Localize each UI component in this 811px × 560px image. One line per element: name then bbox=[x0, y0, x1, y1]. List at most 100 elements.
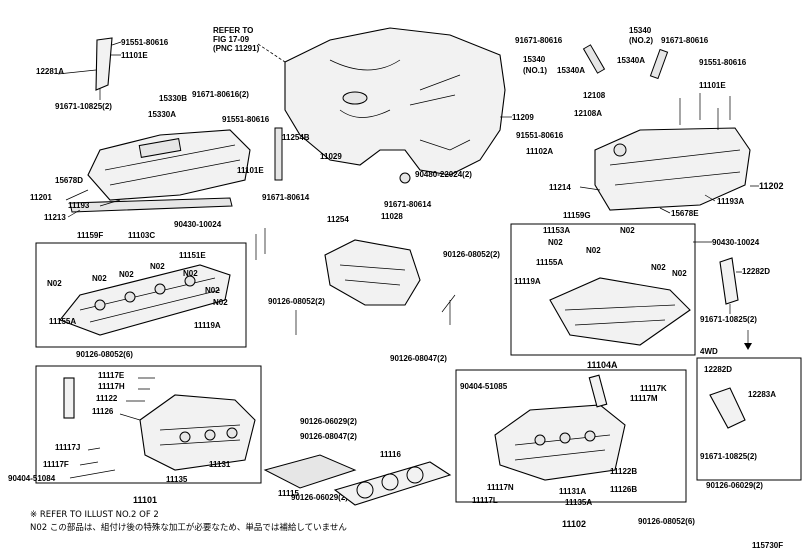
pipe-11126[interactable] bbox=[63, 377, 75, 419]
label-91671-10825-c: 91671-10825(2) bbox=[700, 452, 757, 461]
engine-cover-11209[interactable] bbox=[284, 27, 506, 176]
label-11102: 11102 bbox=[562, 519, 586, 529]
label-90480-22024: 90480-22024(2) bbox=[415, 170, 472, 179]
label-11028: 11028 bbox=[381, 212, 403, 221]
intake-manifold-11254[interactable] bbox=[324, 239, 421, 306]
label-11209: 11209 bbox=[512, 113, 534, 122]
camshaft-box-right bbox=[510, 223, 696, 356]
label-90126-06029-a: 90126-06029(2) bbox=[291, 493, 348, 502]
label-15330b: 15330B bbox=[159, 94, 187, 103]
cylinder-head-cover-11202[interactable] bbox=[594, 127, 751, 211]
label-15340-no1: (NO.1) bbox=[523, 66, 547, 75]
label-n02-11: N02 bbox=[651, 263, 666, 272]
cylinder-head-11102[interactable] bbox=[494, 404, 626, 481]
refer-line1: REFER TO bbox=[213, 26, 253, 35]
label-15340-no2: (NO.2) bbox=[629, 36, 653, 45]
label-11122b: 11122B bbox=[610, 467, 637, 476]
label-91671-80614-b: 91671-80614 bbox=[384, 200, 432, 209]
label-11254: 11254 bbox=[327, 215, 349, 224]
cylinder-head-11101[interactable] bbox=[139, 394, 256, 471]
label-n02-9: N02 bbox=[620, 226, 635, 235]
label-15340-b: 15340 bbox=[629, 26, 652, 35]
label-15330a-a: 15330A bbox=[148, 110, 176, 119]
label-11131: 11131 bbox=[209, 460, 231, 469]
label-11126: 11126 bbox=[92, 407, 114, 416]
label-n02-12: N02 bbox=[672, 269, 687, 278]
pipe-11126b[interactable] bbox=[588, 374, 608, 408]
label-11101e-b: 11101E bbox=[237, 166, 264, 175]
camshaft-box-left bbox=[35, 242, 247, 348]
label-91671-10825-b: 91671-10825(2) bbox=[700, 315, 757, 324]
gasket-11213[interactable] bbox=[69, 197, 233, 213]
label-11153a: 11153A bbox=[543, 226, 570, 235]
label-n02-2: N02 bbox=[92, 274, 107, 283]
cylinder-head-box-left bbox=[35, 365, 262, 484]
ignition-coil-15340-no2[interactable] bbox=[649, 48, 669, 80]
label-12283a: 12283A bbox=[748, 390, 776, 399]
bracket-12281a[interactable] bbox=[95, 37, 113, 91]
label-11213: 11213 bbox=[44, 213, 66, 222]
label-11029: 11029 bbox=[320, 152, 342, 161]
label-11119a-a: 11119A bbox=[194, 321, 221, 330]
label-12108a: 12108A bbox=[574, 109, 602, 118]
label-90126-08052-6b: 90126-08052(6) bbox=[638, 517, 695, 526]
label-90430-10024-a: 90430-10024 bbox=[174, 220, 222, 229]
label-90126-06029-a2: 90126-06029(2) bbox=[300, 417, 357, 426]
label-90126-08052-6a: 90126-08052(6) bbox=[76, 350, 133, 359]
camshaft-housing-11104a[interactable] bbox=[549, 277, 691, 346]
bracket-12282d-a[interactable] bbox=[719, 257, 739, 305]
label-12281a: 12281A bbox=[36, 67, 64, 76]
label-n02-10: N02 bbox=[586, 246, 601, 255]
bracket-12283a[interactable] bbox=[709, 387, 746, 429]
label-n02-7: N02 bbox=[213, 298, 228, 307]
label-11159f: 11159F bbox=[77, 231, 103, 240]
label-11117h: 11117H bbox=[98, 382, 125, 391]
label-15340a-a: 15340A bbox=[557, 66, 585, 75]
label-90126-08047-b: 90126-08047(2) bbox=[390, 354, 447, 363]
arrow-down-icon bbox=[744, 343, 752, 350]
camshaft-housing-11103c[interactable] bbox=[59, 264, 231, 336]
label-90126-08052-2b: 90126-08052(2) bbox=[443, 250, 500, 259]
label-91671-80616-b: 91671-80616 bbox=[515, 36, 563, 45]
label-90126-08047-a: 90126-08047(2) bbox=[300, 432, 357, 441]
label-11193a: 11193A bbox=[717, 197, 744, 206]
label-15678e: 15678E bbox=[671, 209, 699, 218]
cylinder-head-cover-11201[interactable] bbox=[87, 129, 251, 201]
label-11117j: 11117J bbox=[55, 443, 80, 452]
refer-line3: (PNC 11291) bbox=[213, 44, 260, 53]
label-11101e-c: 11101E bbox=[699, 81, 726, 90]
label-11117n: 11117N bbox=[487, 483, 514, 492]
label-11102a: 11102A bbox=[526, 147, 553, 156]
label-11135a: 11135A bbox=[565, 498, 592, 507]
label-91671-80614-a: 91671-80614 bbox=[262, 193, 310, 202]
label-91671-10825-a: 91671-10825(2) bbox=[55, 102, 112, 111]
label-12282d-a: 12282D bbox=[742, 267, 770, 276]
label-11101e-a: 11101E bbox=[121, 51, 148, 60]
gasket-11116[interactable] bbox=[333, 461, 452, 506]
label-n02-1: N02 bbox=[47, 279, 62, 288]
gasket-11115[interactable] bbox=[263, 454, 357, 489]
label-91671-80616-c: 91671-80616 bbox=[661, 36, 709, 45]
group-4wd: 4WD bbox=[700, 347, 718, 356]
cylinder-head-box-right bbox=[455, 369, 687, 503]
label-11117f: 11117F bbox=[43, 460, 69, 469]
label-11131a: 11131A bbox=[559, 487, 586, 496]
label-11122-a: 11122 bbox=[96, 394, 118, 403]
label-11151e: 11151E bbox=[179, 251, 206, 260]
label-12282d-b: 12282D bbox=[704, 365, 732, 374]
ignition-coil-15340-no1[interactable] bbox=[582, 44, 606, 74]
footnote-star: ※ REFER TO ILLUST NO.2 OF 2 bbox=[30, 510, 159, 520]
label-90404-51084: 90404-51084 bbox=[8, 474, 56, 483]
label-11202: 11202 bbox=[759, 181, 784, 191]
label-90126-08052-2a: 90126-08052(2) bbox=[268, 297, 325, 306]
label-91671-80616-a: 91671-80616(2) bbox=[192, 90, 249, 99]
label-11117m: 11117M bbox=[630, 394, 658, 403]
label-90430-10024-b: 90430-10024 bbox=[712, 238, 760, 247]
label-91551-80616-d: 91551-80616 bbox=[516, 131, 564, 140]
label-90126-06029-b: 90126-06029(2) bbox=[706, 481, 763, 490]
footnote-n02: N02 この部品は、組付け後の特殊な加工が必要なため、単品では補給していません bbox=[30, 522, 347, 533]
bracket-11254b[interactable] bbox=[274, 127, 283, 181]
group-4wd-box bbox=[696, 357, 802, 481]
